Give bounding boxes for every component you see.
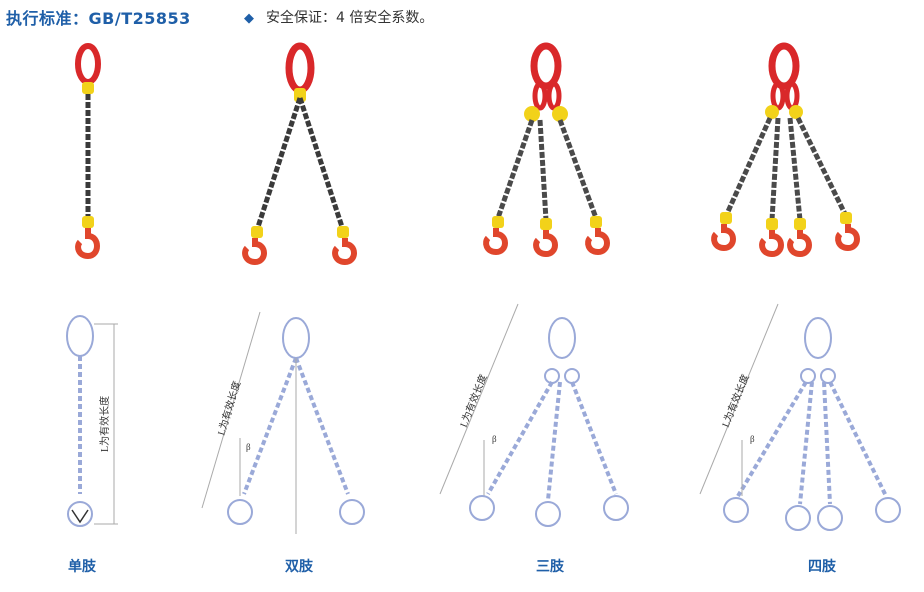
chain-leg bbox=[495, 119, 535, 219]
hook-icon bbox=[483, 228, 508, 256]
angle-beta-label: β bbox=[750, 434, 755, 444]
hook-icon bbox=[533, 230, 558, 258]
intermediate-link bbox=[770, 81, 786, 111]
hook-icon bbox=[585, 228, 610, 256]
standard-heading: 执行标准：GB/T25853 bbox=[6, 5, 191, 29]
four-leg-sling-diagram: β L为有效长度 bbox=[699, 303, 901, 531]
master-link-outline bbox=[66, 315, 94, 357]
connector bbox=[82, 216, 94, 228]
two-leg-sling-diagram: β L为有效长度 bbox=[201, 311, 365, 534]
connector bbox=[540, 218, 552, 230]
connector bbox=[794, 218, 806, 230]
hook-outline-icon bbox=[227, 499, 253, 525]
single-leg-sling-photo bbox=[75, 43, 101, 260]
diamond-bullet-icon: ◆ bbox=[244, 11, 254, 26]
chain-leg bbox=[723, 116, 773, 218]
hook-icon bbox=[332, 238, 357, 266]
single-leg-sling-diagram: L为有效长度 bbox=[66, 315, 118, 527]
connector bbox=[492, 216, 504, 228]
chain-leg bbox=[557, 119, 599, 219]
connector bbox=[524, 106, 540, 122]
hook-icon bbox=[711, 224, 736, 252]
safety-note: ◆ 安全保证：4 倍安全系数。 bbox=[244, 7, 433, 27]
two-leg-sling-photo bbox=[242, 42, 357, 266]
connector-outline bbox=[564, 368, 580, 384]
connector bbox=[789, 105, 803, 119]
angle-beta-label: β bbox=[492, 434, 497, 444]
connector bbox=[82, 82, 94, 94]
hook-outline-icon bbox=[785, 505, 811, 531]
hook-outline-icon bbox=[67, 501, 93, 527]
connector bbox=[840, 212, 852, 224]
connector bbox=[251, 226, 263, 238]
master-link bbox=[75, 43, 101, 85]
effective-length-label: L为有效长度 bbox=[719, 372, 752, 429]
label-four-leg: 四肢 bbox=[808, 559, 836, 575]
connector-outline bbox=[820, 368, 836, 384]
connector bbox=[337, 226, 349, 238]
chain-leg bbox=[537, 119, 549, 221]
hook-outline-icon bbox=[535, 501, 561, 527]
chain-leg-outline bbox=[242, 357, 298, 495]
label-two-leg: 双肢 bbox=[285, 559, 313, 575]
chain-leg-outline bbox=[828, 381, 888, 497]
hook-outline-icon bbox=[339, 499, 365, 525]
effective-length-label: L为有效长度 bbox=[214, 379, 243, 436]
chain-leg bbox=[254, 97, 303, 231]
master-link-outline bbox=[548, 317, 576, 359]
master-link-outline bbox=[804, 317, 832, 359]
connector bbox=[590, 216, 602, 228]
connector bbox=[552, 106, 568, 122]
chain-leg-outline bbox=[486, 381, 554, 495]
chain-leg bbox=[795, 116, 849, 218]
hook-outline-icon bbox=[875, 497, 901, 523]
hook-outline-icon bbox=[723, 497, 749, 523]
chain-leg bbox=[769, 117, 781, 221]
four-leg-sling-photo bbox=[711, 42, 860, 258]
hook-icon bbox=[787, 230, 812, 258]
angle-beta-label: β bbox=[246, 442, 251, 452]
chain-leg-outline bbox=[294, 357, 350, 495]
label-three-leg: 三肢 bbox=[536, 559, 564, 575]
connector bbox=[294, 88, 306, 102]
hook-outline-icon bbox=[817, 505, 843, 531]
safety-text: 安全保证：4 倍安全系数。 bbox=[266, 10, 434, 26]
connector-outline bbox=[800, 368, 816, 384]
effective-length-label: L为有效长度 bbox=[98, 396, 111, 452]
master-link bbox=[768, 42, 800, 90]
chain-leg-outline bbox=[546, 381, 562, 501]
hook-outline-icon bbox=[469, 495, 495, 521]
connector-outline bbox=[544, 368, 560, 384]
hook-icon bbox=[242, 238, 267, 266]
three-leg-sling-photo bbox=[483, 42, 610, 258]
master-link-outline bbox=[282, 317, 310, 359]
hook-latch bbox=[71, 509, 89, 524]
connector bbox=[765, 105, 779, 119]
intermediate-link bbox=[784, 81, 800, 111]
chain-leg bbox=[787, 117, 803, 221]
standard-label: 执行标准： bbox=[6, 9, 89, 28]
dimension-line bbox=[699, 303, 779, 495]
hook-icon bbox=[835, 224, 860, 252]
effective-length-label: L为有效长度 bbox=[457, 372, 490, 429]
intermediate-link bbox=[532, 81, 548, 111]
chain-leg-outline bbox=[570, 381, 618, 495]
standard-code: GB/T25853 bbox=[88, 9, 191, 28]
dimension-line bbox=[201, 311, 261, 509]
dimension-line bbox=[439, 303, 519, 495]
intermediate-link bbox=[546, 81, 562, 111]
master-link bbox=[285, 42, 315, 94]
chain-leg-outline bbox=[798, 381, 814, 505]
hook-icon bbox=[75, 228, 100, 260]
hook-outline-icon bbox=[603, 495, 629, 521]
master-link bbox=[530, 42, 562, 90]
connector bbox=[766, 218, 778, 230]
connector bbox=[720, 212, 732, 224]
chain-leg-outline bbox=[736, 380, 808, 498]
chain-leg-outline bbox=[822, 381, 832, 505]
three-leg-sling-diagram: β L为有效长度 bbox=[439, 303, 629, 527]
label-single-leg: 单肢 bbox=[68, 559, 96, 575]
chain-leg bbox=[297, 97, 346, 231]
hook-icon bbox=[759, 230, 784, 258]
